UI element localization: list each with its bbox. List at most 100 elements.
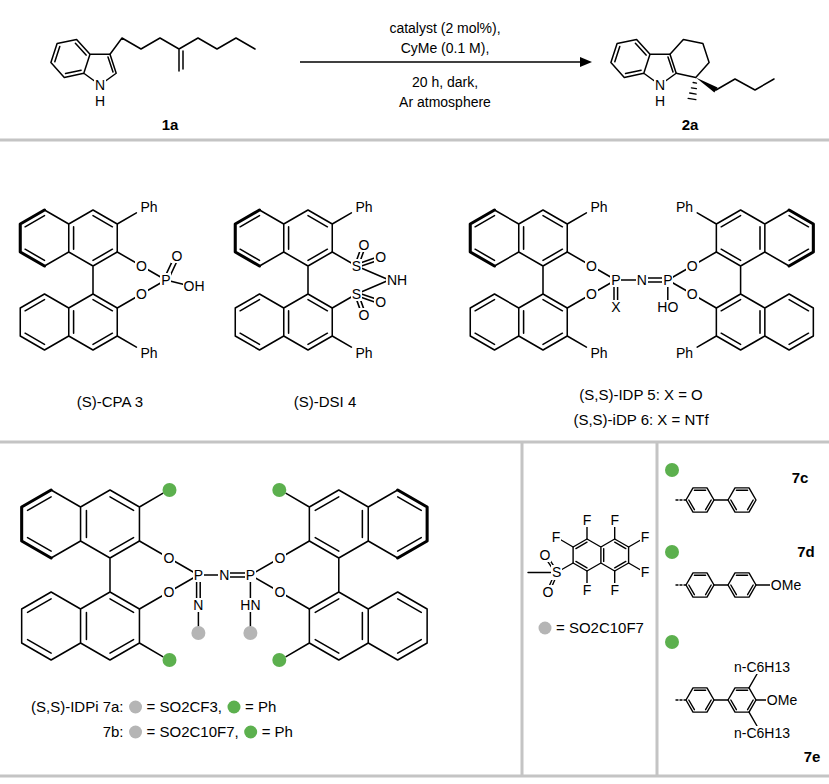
biaryl-structures [686,573,714,597]
cpa-structure [20,210,44,266]
atom-label: S [351,287,362,302]
compound-number: 7d [796,544,816,560]
dsi-structure [332,244,389,315]
dsi-structure [235,210,351,350]
atom-label: HN [239,598,261,613]
atom-label: O [273,585,286,600]
atom-label: O [135,287,148,302]
atom-label: P [193,568,204,583]
atom-label: F [640,530,651,545]
atom-label: O [585,287,598,302]
atom-label: Ph [354,346,373,361]
caption-text: = SO2CF3, [146,699,223,715]
idp-structure [470,210,494,266]
atom-label: H [94,94,106,109]
caption-text: (S)-CPA 3 [76,394,144,410]
idpi-structure [191,626,205,640]
idpi-structure [398,490,427,558]
atom-label: Ph [675,200,694,215]
reaction-arrow [300,61,582,63]
atom-label: O [539,548,552,563]
idpi-structure [272,653,286,667]
atom-label: O [686,259,699,274]
compound-number: 1a [161,117,180,133]
product-structure [611,39,676,85]
caption-text: (S,S)-IDPi 7a: [30,699,125,715]
idpi-structure [139,541,198,609]
biaryl-structures [686,488,714,512]
cpa-structure [20,210,136,350]
atom-label: O [358,238,371,253]
caption-dots [129,622,551,739]
atom-label: F [551,530,562,545]
idp-structure [697,210,813,350]
condition-text: 20 h, dark, [411,75,479,90]
idpi-structure [163,653,177,667]
idpi-structure [22,490,163,660]
compound-number: 2a [681,117,700,133]
atom-label: F [582,583,593,598]
reactant-structure [51,38,255,85]
atom-label: O [686,287,699,302]
atom-label: O [135,259,148,274]
atom-label: Ph [589,200,608,215]
atom-label: O [585,259,598,274]
biaryl-dots [665,463,679,649]
biaryl-structures [728,688,756,712]
atom-label: F [582,513,593,528]
atom-label: OMe [766,693,798,708]
biaryl-structures [714,500,770,726]
caption-text: (S,S)-IDP 5: X = O [578,387,704,403]
idpi-structure [272,483,286,497]
atom-label: S [551,565,562,580]
idpi-structure [243,626,257,640]
atom-label: Ph [675,346,694,361]
atom-label: OH [183,279,206,294]
atom-label: O [162,585,175,600]
caption-text: = Ph [244,699,277,715]
atom-label: X [610,300,621,315]
cpa-structure [117,252,166,308]
heptafluoronaphthyl-structure [573,539,629,571]
reaction-arrow [580,57,592,67]
atom-label: P [662,273,673,288]
atom-label: F [609,583,620,598]
caption-dots [129,701,142,714]
biaryl-dots [665,545,679,559]
panel-rules [0,140,829,776]
atom-label: N [218,568,230,583]
atom-label: N [654,78,666,93]
biaryl-dots [665,635,679,649]
atom-label: Ph [139,346,158,361]
atom-label: O [171,249,184,264]
atom-label: O [542,585,555,600]
atom-label: OMe [770,578,802,593]
product-structure [688,83,696,100]
caption-text: (S)-DSI 4 [293,394,358,410]
product-structure [670,39,774,90]
reaction-arrow [300,57,592,67]
atom-label: O [358,308,371,323]
atom-label: F [640,565,651,580]
atom-label: N [94,78,106,93]
condition-text: CyMe (0.1 M), [400,41,491,56]
atom-label: n-C6H13 [733,726,791,741]
idp-structure [470,210,813,350]
caption-dots [227,701,240,714]
caption-dots [129,726,142,739]
idpi-structure [22,483,427,667]
heptafluoronaphthyl-structure [528,520,645,590]
atom-label: HO [656,300,679,315]
idpi-structure [163,483,177,497]
biaryl-structures [728,573,756,597]
caption-dots [244,726,257,739]
biaryl-structures [686,688,714,712]
dsi-structure [235,210,389,350]
product-structure [611,39,774,99]
atom-label: Ph [139,200,158,215]
idp-structure [789,210,813,266]
biaryl-structures [674,500,686,700]
atom-label: P [160,273,171,288]
biaryl-structures [674,488,770,726]
